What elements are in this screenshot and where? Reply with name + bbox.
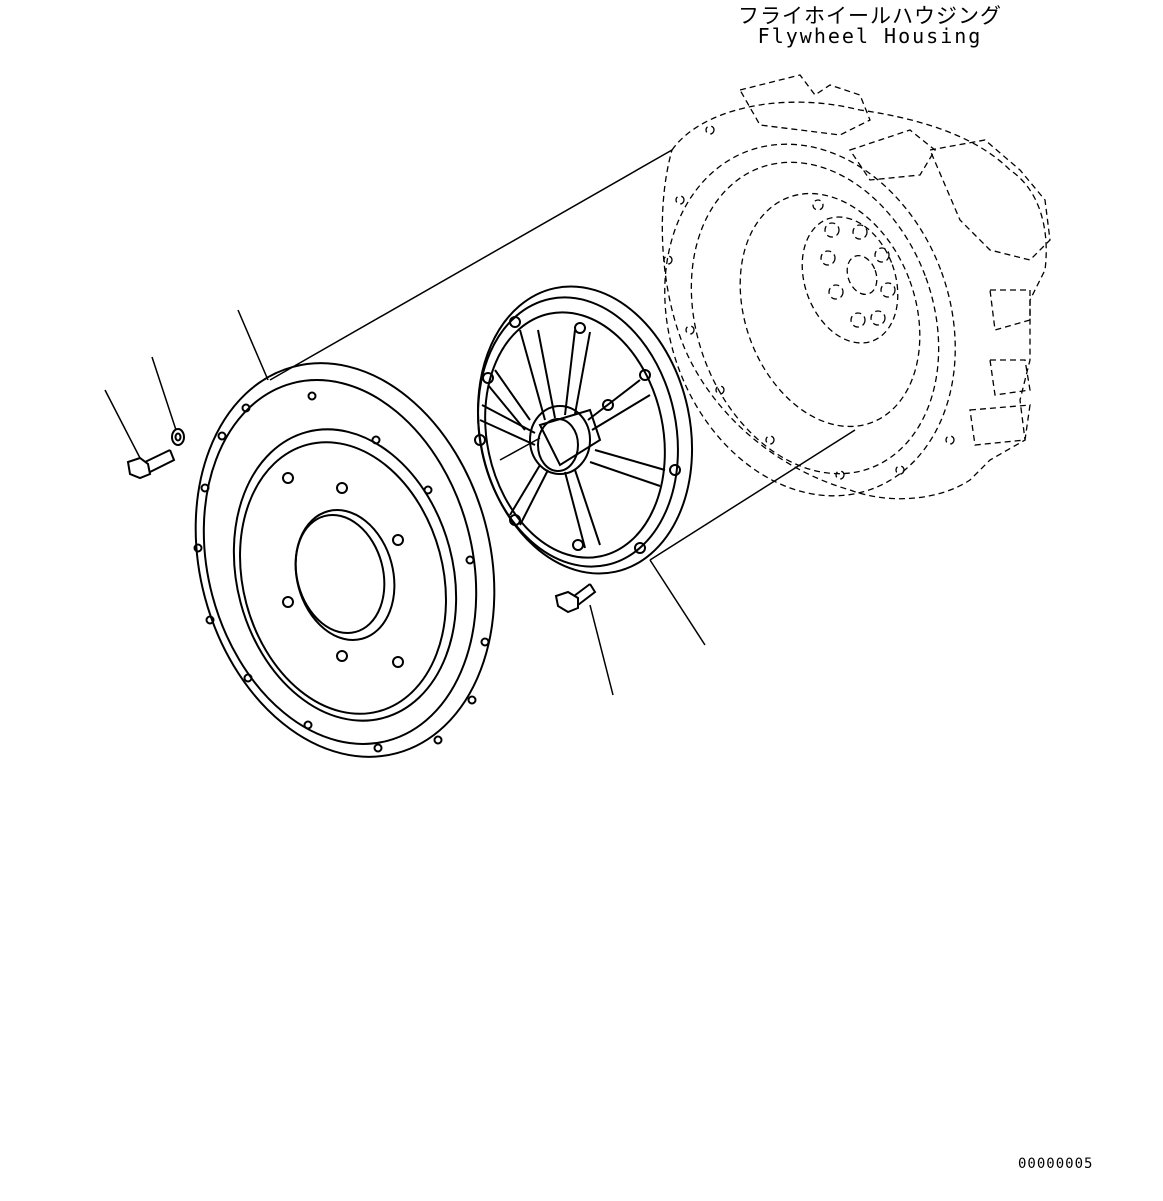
- damper-coupling-icon: [474, 285, 694, 575]
- washer-icon: [171, 428, 185, 446]
- leader-lines: [104, 309, 706, 696]
- flywheel-housing-icon: [661, 74, 1051, 500]
- label-flywheel-housing-en: Flywheel Housing: [757, 24, 983, 48]
- bolt-icon-lower: [554, 583, 597, 614]
- label-flywheel-housing-jp: フライホイールハウジング: [738, 4, 1002, 28]
- flywheel-plate-icon: [193, 362, 496, 758]
- exploded-axis-lines: [269, 149, 856, 561]
- drawing-number: 00000005: [1018, 1156, 1094, 1172]
- bolt-icon: [126, 449, 176, 480]
